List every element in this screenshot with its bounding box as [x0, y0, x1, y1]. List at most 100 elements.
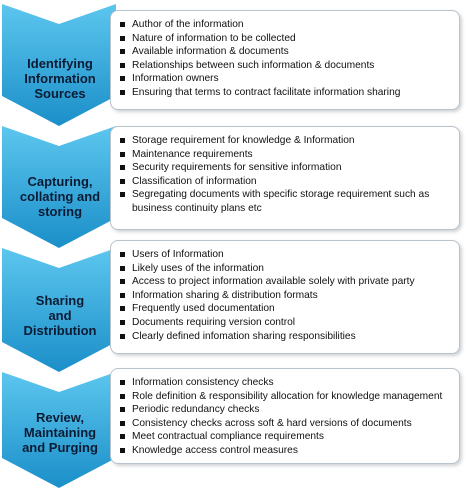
list-item-text: Information consistency checks: [132, 377, 274, 388]
list-item: Clearly defined infomation sharing respo…: [119, 330, 451, 344]
stage-title-line: Sources: [34, 86, 86, 101]
stage-title-line: Identifying: [27, 56, 93, 71]
list-item-text: Documents requiring version control: [132, 316, 296, 328]
list-item: Consistency checks across soft & hard ve…: [119, 417, 451, 431]
chevron-shape: [2, 126, 116, 248]
list-item: Information owners: [119, 72, 451, 86]
stage-title-line: Sharing: [35, 293, 85, 308]
list-item-text: Relationships between such information &…: [132, 59, 375, 71]
list-item-text: Segregating documents with specific stor…: [132, 189, 430, 214]
list-item: Frequently used documentation: [119, 302, 451, 316]
square-bullet-icon: [120, 279, 125, 285]
list-item-text: Access to project information available …: [132, 276, 415, 288]
square-bullet-icon: [120, 178, 125, 184]
list-item-text: Periodic redundancy checks: [132, 404, 260, 416]
list-item: Users of Information: [119, 248, 451, 262]
chevron-arrow: [2, 4, 116, 126]
square-bullet-icon: [120, 35, 125, 41]
chevron-shape: [2, 372, 116, 488]
list-item-text: Maintenance requirements: [132, 148, 253, 160]
list-item-text: Information owners: [132, 73, 219, 85]
stage-title-line: collating and: [19, 189, 101, 204]
list-item-text: Role definition & responsibility allocat…: [132, 390, 443, 402]
square-bullet-icon: [120, 252, 125, 257]
chevron-arrow: [2, 248, 116, 372]
square-bullet-icon: [120, 265, 125, 271]
list-item-text: Consistency checks across soft & hard ve…: [132, 417, 412, 429]
stage-title-line: Capturing,: [27, 174, 93, 189]
square-bullet-icon: [120, 447, 125, 453]
list-item: Periodic redundancy checks: [119, 403, 451, 417]
square-bullet-icon: [120, 76, 125, 82]
list-item: Relationships between such information &…: [119, 59, 451, 73]
list-item-text: Classification of information: [132, 175, 257, 187]
square-bullet-icon: [120, 306, 125, 312]
list-item: Role definition & responsibility allocat…: [119, 390, 451, 404]
square-bullet-icon: [120, 151, 125, 157]
list-item: Security requirements for sensitive info…: [119, 161, 451, 175]
list-item: Access to project information available …: [119, 275, 451, 289]
list-item: Available information & documents: [119, 45, 451, 59]
square-bullet-icon: [120, 319, 125, 325]
stage-title-line: Review,: [36, 410, 84, 425]
list-item: Ensuring that terms to contract facilita…: [119, 86, 451, 100]
square-bullet-icon: [120, 434, 125, 440]
list-item-text: Ensuring that terms to contract facilita…: [132, 86, 401, 98]
chevron-arrow: [2, 372, 116, 488]
stage-title-line: and Purging: [22, 440, 98, 455]
list-item-text: Nature of information to be collected: [132, 32, 296, 44]
list-item: Author of the information: [119, 18, 451, 32]
list-item-text: Clearly defined infomation sharing respo…: [132, 330, 356, 342]
list-item: Storage requirement for knowledge & Info…: [119, 134, 451, 148]
list-item: Maintenance requirements: [119, 148, 451, 162]
list-item: Nature of information to be collected: [119, 32, 451, 46]
list-item-text: Meet contractual compliance requirements: [132, 431, 324, 443]
bullet-list: Storage requirement for knowledge & Info…: [119, 134, 451, 216]
list-item: Segregating documents with specific stor…: [119, 188, 451, 215]
square-bullet-icon: [120, 292, 125, 298]
list-item-text: Storage requirement for knowledge & Info…: [132, 135, 355, 146]
stage-title-line: and: [48, 308, 72, 323]
square-bullet-icon: [120, 89, 125, 95]
list-item: Information sharing & distribution forma…: [119, 289, 451, 303]
stage-title-line: Distribution: [23, 323, 97, 338]
list-item: Meet contractual compliance requirements: [119, 430, 451, 444]
list-item-text: Users of Information: [132, 249, 224, 260]
list-item: Documents requiring version control: [119, 316, 451, 330]
square-bullet-icon: [120, 393, 125, 399]
list-item-text: Author of the information: [132, 19, 244, 30]
list-item-text: Likely uses of the information: [132, 262, 264, 274]
square-bullet-icon: [120, 49, 125, 55]
square-bullet-icon: [120, 407, 125, 413]
square-bullet-icon: [120, 138, 125, 143]
list-item: Information consistency checks: [119, 376, 451, 390]
square-bullet-icon: [120, 22, 125, 27]
stage-title-line: Maintaining: [23, 425, 97, 440]
list-item: Knowledge access control measures: [119, 444, 451, 458]
square-bullet-icon: [120, 165, 125, 171]
square-bullet-icon: [120, 62, 125, 68]
list-item-text: Available information & documents: [132, 46, 289, 58]
list-item-text: Knowledge access control measures: [132, 444, 298, 456]
stage-title-line: Information: [24, 71, 96, 86]
stage-details-card: Storage requirement for knowledge & Info…: [110, 126, 460, 230]
list-item-text: Information sharing & distribution forma…: [132, 289, 318, 301]
list-item-text: Frequently used documentation: [132, 303, 275, 315]
square-bullet-icon: [120, 380, 125, 385]
square-bullet-icon: [120, 420, 125, 426]
chevron-shape: [2, 4, 116, 126]
chevron-arrow: [2, 126, 116, 248]
